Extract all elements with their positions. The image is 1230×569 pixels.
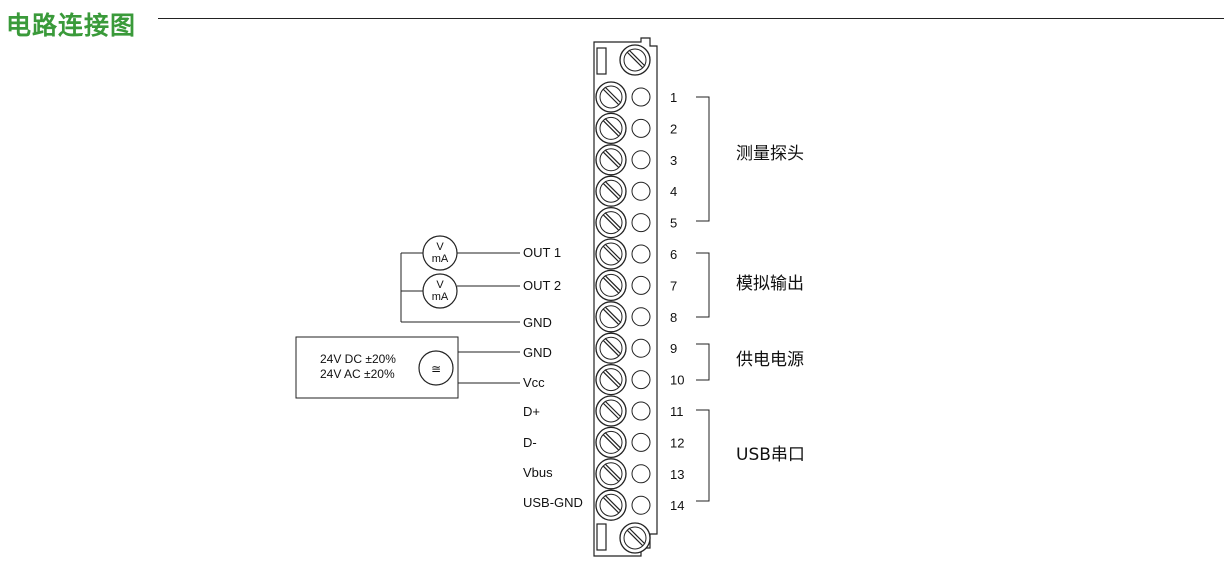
terminal-number: 9 xyxy=(670,341,677,356)
terminal-number: 10 xyxy=(670,373,684,388)
screw-icon xyxy=(595,144,627,176)
bracket-power xyxy=(696,343,710,381)
title-rule xyxy=(158,18,1224,19)
ps-symbol: ≅ xyxy=(431,362,441,376)
meter-2: V mA xyxy=(422,273,458,309)
bracket-probe xyxy=(696,96,710,222)
wire-entry-icon xyxy=(631,370,651,390)
label-dminus: D- xyxy=(523,435,537,450)
screw-icon xyxy=(595,332,627,364)
terminal-number: 14 xyxy=(670,498,684,513)
label-vcc: Vcc xyxy=(523,375,545,390)
wire-entry-icon xyxy=(631,118,651,138)
group-power: 供电电源 xyxy=(736,350,804,370)
terminal-5: 5 xyxy=(595,206,677,239)
terminal-11: 11 xyxy=(595,395,684,427)
terminal-12: 12 xyxy=(595,426,684,459)
terminal-number: 3 xyxy=(670,153,677,168)
wire-entry-icon xyxy=(631,464,651,484)
wire-entry-icon xyxy=(631,213,651,233)
wire-entry-icon xyxy=(631,338,651,358)
terminal-7: 7 xyxy=(595,269,677,302)
group-usb: USB串口 xyxy=(736,445,805,465)
terminal-number: 8 xyxy=(670,310,677,325)
wire-entry-icon xyxy=(631,432,651,452)
ps-line2: 24V AC ±20% xyxy=(320,367,395,381)
label-gnd-2: GND xyxy=(523,345,552,360)
top-slot xyxy=(596,47,607,75)
wire-entry-icon xyxy=(631,244,651,264)
bottom-screw-icon xyxy=(619,522,651,554)
wire-entry-icon xyxy=(631,181,651,201)
bracket-analog xyxy=(696,252,710,318)
terminal-13: 13 xyxy=(595,458,684,490)
wire-entry-icon xyxy=(631,307,651,327)
meter-1: V mA xyxy=(422,235,458,271)
screw-icon xyxy=(595,238,627,270)
terminal-8: 8 xyxy=(595,301,677,333)
screw-icon xyxy=(595,206,627,239)
screw-icon xyxy=(595,269,627,302)
terminal-number: 5 xyxy=(670,216,677,231)
meter-2-line1: V xyxy=(436,279,444,291)
group-analog: 模拟输出 xyxy=(736,274,804,294)
screw-icon xyxy=(595,363,627,396)
bracket-usb xyxy=(696,409,710,502)
top-screw-icon xyxy=(619,44,651,76)
wire-entry-icon xyxy=(631,495,651,515)
label-usb-gnd: USB-GND xyxy=(523,495,583,510)
screw-icon xyxy=(595,81,627,113)
meter-1-line2: mA xyxy=(432,253,449,265)
page-title: 电路连接图 xyxy=(6,11,137,40)
label-out2: OUT 2 xyxy=(523,278,561,293)
ps-line1: 24V DC ±20% xyxy=(320,352,396,366)
terminal-number: 13 xyxy=(670,467,684,482)
terminal-number: 11 xyxy=(670,404,684,419)
terminal-9: 9 xyxy=(595,332,677,364)
label-gnd-1: GND xyxy=(523,315,552,330)
screw-icon xyxy=(595,489,627,521)
wire-entry-icon xyxy=(631,275,651,295)
screw-icon xyxy=(595,175,627,207)
label-out1: OUT 1 xyxy=(523,245,561,260)
terminal-number: 12 xyxy=(670,435,684,450)
terminal-14: 14 xyxy=(595,489,684,521)
bottom-slot xyxy=(596,523,607,551)
terminal-number: 2 xyxy=(670,121,677,136)
terminal-number: 4 xyxy=(670,184,677,199)
terminal-6: 6 xyxy=(595,238,677,270)
terminal-number: 1 xyxy=(670,90,677,105)
screw-icon xyxy=(595,301,627,333)
terminal-1: 1 xyxy=(595,81,677,113)
screw-icon xyxy=(595,112,627,145)
terminal-number: 7 xyxy=(670,278,677,293)
meter-1-line1: V xyxy=(436,241,444,253)
terminal-2: 2 xyxy=(595,112,677,145)
screw-icon xyxy=(595,395,627,427)
wire-entry-icon xyxy=(631,87,651,107)
group-probe: 测量探头 xyxy=(736,144,804,164)
label-vbus: Vbus xyxy=(523,465,553,480)
screw-icon xyxy=(595,426,627,459)
label-dplus: D+ xyxy=(523,404,540,419)
screw-icon xyxy=(595,458,627,490)
terminal-number: 6 xyxy=(670,247,677,262)
power-source-icon: ≅ xyxy=(418,350,454,386)
terminal-10: 10 xyxy=(595,363,684,396)
terminal-4: 4 xyxy=(595,175,677,207)
terminal-3: 3 xyxy=(595,144,677,176)
meter-2-line2: mA xyxy=(432,291,449,303)
wire-entry-icon xyxy=(631,401,651,421)
wire-entry-icon xyxy=(631,150,651,170)
